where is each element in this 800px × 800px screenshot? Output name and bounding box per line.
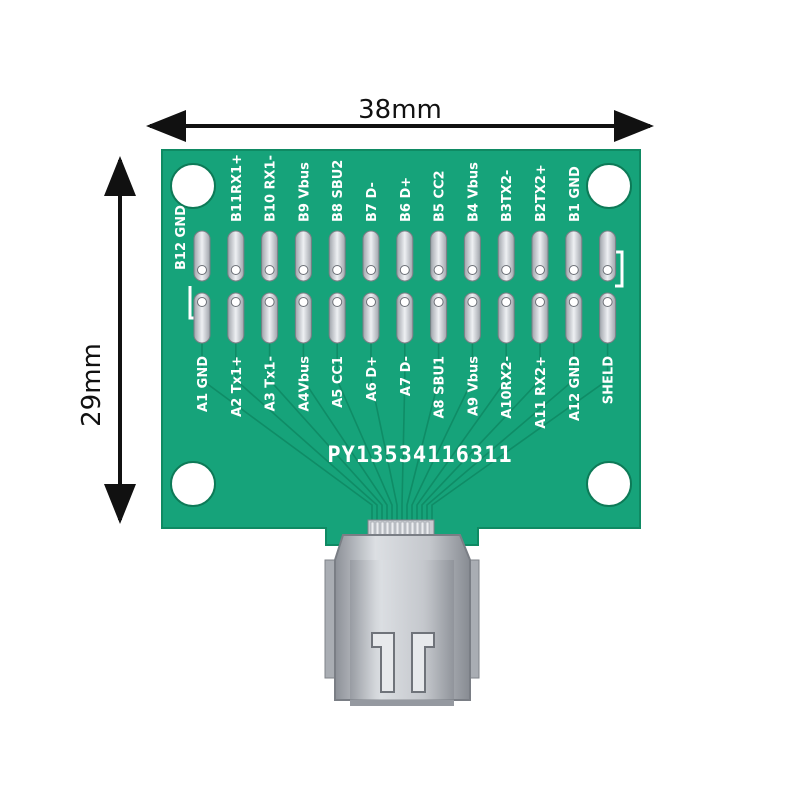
trace — [201, 343, 373, 528]
top-pin-label: B5 CC2 — [433, 170, 448, 222]
top-pin-label: B1 GND — [568, 166, 583, 222]
usb-c-connector — [324, 519, 480, 706]
bottom-pin-label: A5 CC1 — [331, 356, 346, 408]
trace — [421, 343, 541, 528]
width-label: 38mm — [358, 95, 442, 125]
height-label: 29mm — [77, 343, 107, 427]
trace — [336, 343, 393, 528]
trace — [416, 343, 507, 528]
top-pin-label: B6 D+ — [399, 177, 414, 222]
trace — [235, 343, 378, 528]
bottom-pin-label: A8 SBU1 — [433, 356, 448, 419]
trace — [411, 343, 474, 528]
mounting-hole-top-left — [170, 163, 216, 209]
bottom-pad — [362, 292, 380, 344]
trace — [401, 343, 406, 528]
bottom-pad — [497, 292, 515, 344]
bottom-pin-label: A1 GND — [196, 356, 211, 412]
bottom-pad — [396, 292, 414, 344]
mounting-hole-bottom-right — [586, 461, 632, 507]
pin-pads — [193, 230, 617, 344]
bottom-pad — [261, 292, 279, 344]
bottom-pad — [565, 292, 583, 344]
bottom-pad — [328, 292, 346, 344]
bottom-pin-label: A7 D- — [399, 356, 414, 396]
top-pin-label: B11RX1+ — [230, 154, 245, 222]
trace — [268, 343, 383, 528]
bottom-pin-label: A2 Tx1+ — [230, 356, 245, 417]
bottom-pin-label: A12 GND — [568, 356, 583, 421]
top-pin-label: B4 Vbus — [466, 162, 481, 222]
bottom-pad — [294, 292, 312, 344]
bottom-pin-labels: A1 GND A2 Tx1+ A3 Tx1- A4Vbus A5 CC1 A6 D+ A7 … — [196, 356, 617, 429]
trace — [370, 343, 398, 528]
bottom-pad — [463, 292, 481, 344]
bottom-pin-label: A3 Tx1- — [264, 356, 279, 411]
bottom-pin-label: A4Vbus — [297, 356, 312, 412]
top-pin-labels: B12 GND B11RX1+ B10 RX1- B9 Vbus B8 SBU2 B7 D… — [174, 154, 583, 270]
width-dimension: 38mm — [146, 95, 654, 142]
bottom-pad — [227, 292, 245, 344]
pcb-board: B12 GND B11RX1+ B10 RX1- B9 Vbus B8 SBU2 B7 D… — [161, 149, 641, 546]
height-dimension: 29mm — [77, 156, 136, 524]
bottom-pad — [531, 292, 549, 344]
top-pin-label: B10 RX1- — [264, 155, 279, 222]
top-pin-label: B12 GND — [174, 205, 189, 270]
mounting-hole-top-right — [586, 163, 632, 209]
top-pin-label: B7 D- — [365, 182, 380, 222]
top-pin-label: B9 Vbus — [297, 162, 312, 222]
top-pin-label: B2TX2+ — [534, 164, 549, 222]
trace — [302, 343, 388, 528]
bottom-pin-label: A11 RX2+ — [534, 356, 549, 429]
bottom-pad — [599, 292, 617, 344]
top-pin-label: B8 SBU2 — [331, 160, 346, 222]
bottom-pin-label: A9 Vbus — [466, 356, 481, 416]
top-pin-label: B3TX2- — [500, 170, 515, 222]
board-code: PY13534116311 — [327, 443, 512, 468]
mounting-hole-bottom-left — [170, 461, 216, 507]
trace — [431, 343, 609, 528]
board-traces — [201, 343, 609, 528]
bottom-pad — [193, 292, 211, 344]
bottom-pin-label: A6 D+ — [365, 356, 380, 401]
bottom-pin-label: A10RX2- — [500, 356, 515, 419]
bottom-pad — [430, 292, 448, 344]
trace — [426, 343, 575, 528]
trace — [406, 343, 440, 528]
bottom-pin-label: SHELD — [602, 356, 617, 404]
